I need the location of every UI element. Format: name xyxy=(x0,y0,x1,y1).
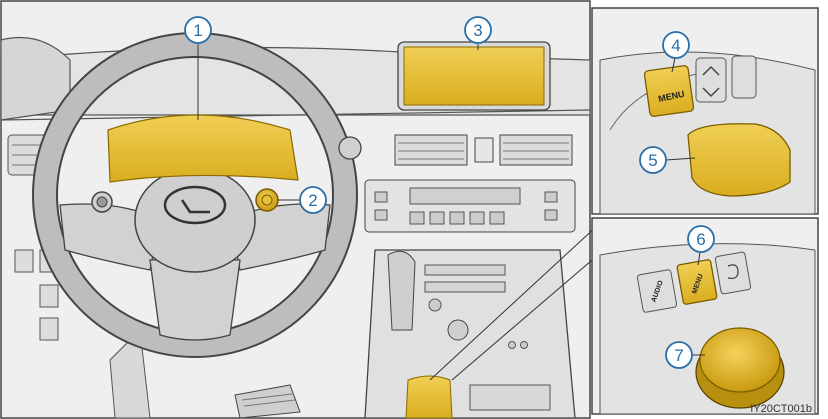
callout-5: 5 xyxy=(640,147,666,173)
instrument-cluster-highlight xyxy=(108,115,298,182)
steering-hub xyxy=(135,168,255,272)
console-controller-highlight xyxy=(406,376,452,418)
console-tray xyxy=(470,385,550,410)
center-vent-left xyxy=(395,135,467,165)
cockpit-panel xyxy=(1,1,598,418)
side-button xyxy=(732,56,756,98)
callout-4: 4 xyxy=(663,32,689,58)
svg-text:6: 6 xyxy=(696,230,705,249)
hazard-switch xyxy=(475,138,493,162)
callout-7: 7 xyxy=(666,342,692,368)
center-vent-right xyxy=(500,135,572,165)
image-code: IY20CT001b xyxy=(750,403,812,415)
svg-text:1: 1 xyxy=(193,21,202,40)
callout-2: 2 xyxy=(300,187,326,213)
callout-6: 6 xyxy=(688,226,714,252)
svg-text:3: 3 xyxy=(473,21,482,40)
svg-text:4: 4 xyxy=(671,36,680,55)
lower-left-switch-a xyxy=(15,250,33,272)
lower-left-switch-d xyxy=(40,318,58,340)
back-button xyxy=(715,252,751,295)
svg-text:5: 5 xyxy=(648,151,657,170)
center-display-highlight xyxy=(404,47,544,105)
svg-text:7: 7 xyxy=(674,346,683,365)
callout-3: 3 xyxy=(465,17,491,43)
climate-display xyxy=(410,188,520,204)
controller-dial-highlight xyxy=(700,328,780,392)
console-slot-1 xyxy=(425,265,505,275)
callout-1: 1 xyxy=(185,17,211,43)
remote-touch-knob-highlight xyxy=(688,124,790,196)
shift-lever xyxy=(388,251,415,330)
lower-left-switch-c xyxy=(40,285,58,307)
dash-knob xyxy=(339,137,361,159)
svg-text:2: 2 xyxy=(308,191,317,210)
console-slot-2 xyxy=(425,282,505,292)
inset-remote-touch: MENU xyxy=(592,8,818,214)
